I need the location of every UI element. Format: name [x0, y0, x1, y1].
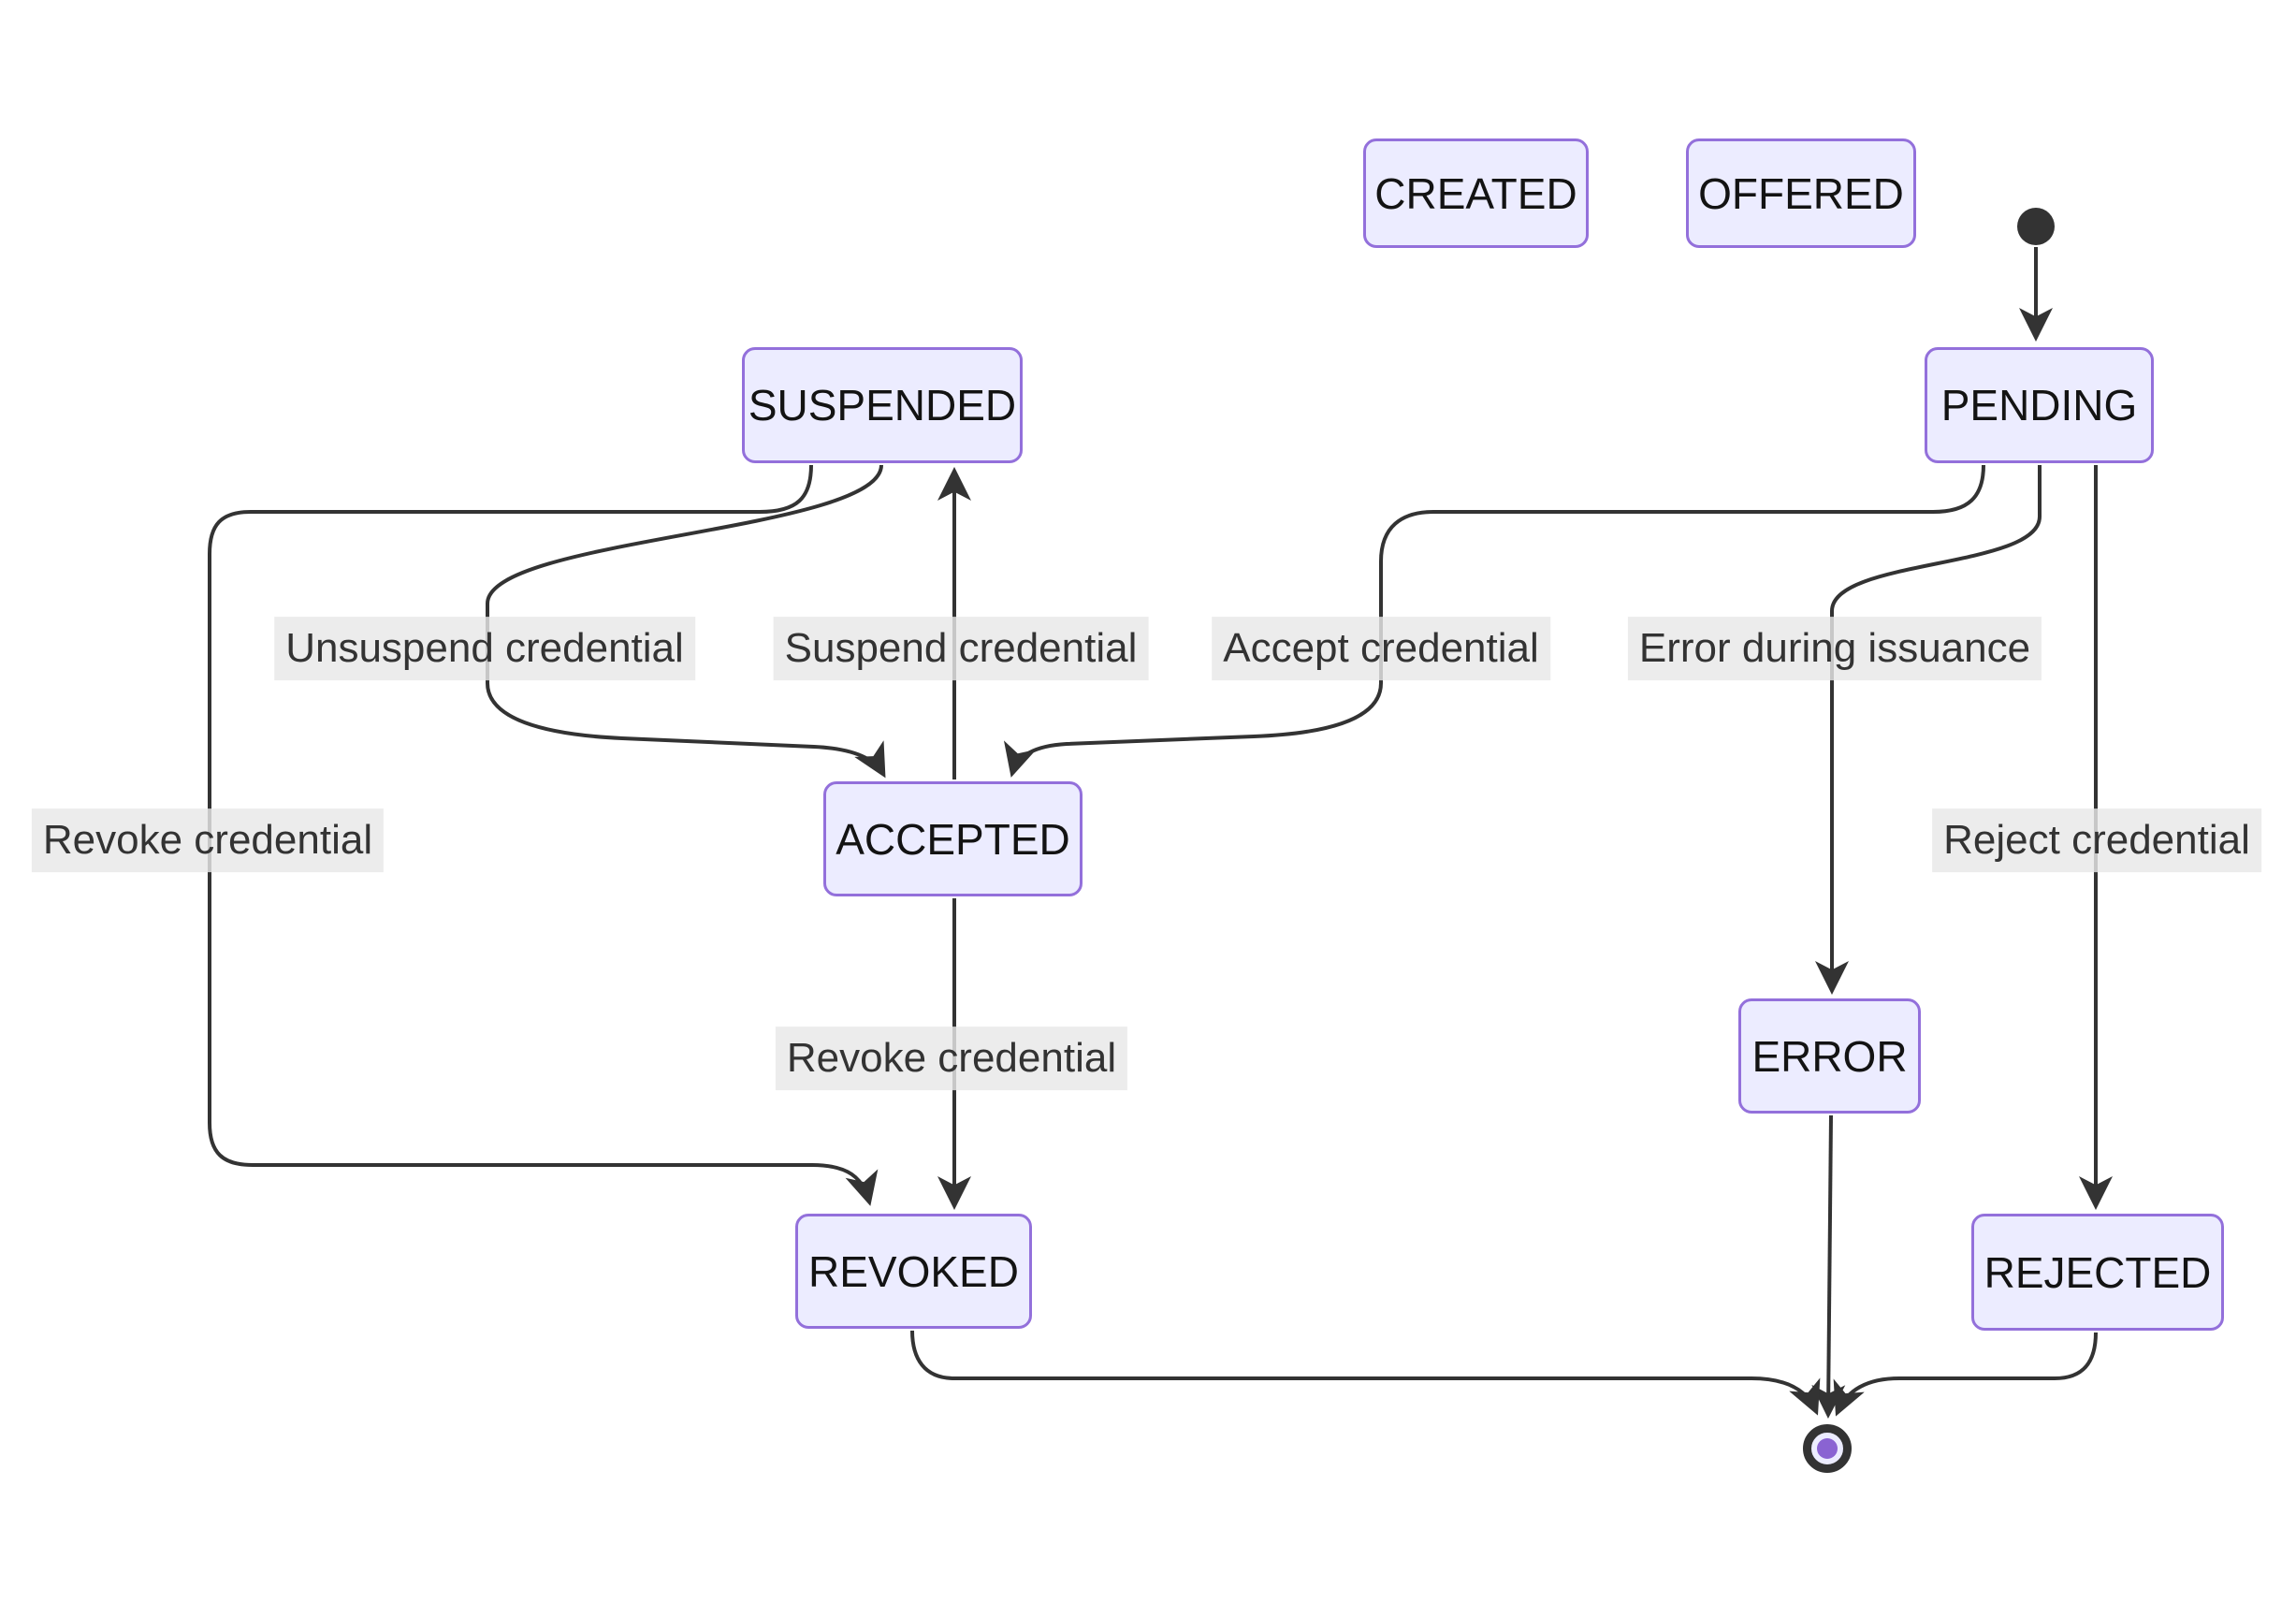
state-node-pending: PENDING: [1925, 347, 2154, 463]
edge-label-reject-credential: Reject credential: [1932, 808, 2261, 872]
state-node-rejected: REJECTED: [1971, 1214, 2224, 1331]
edge-label-error-during-issuance: Error during issuance: [1627, 617, 2042, 680]
edge-label-unsuspend-credential: Unsuspend credential: [274, 617, 695, 680]
state-node-revoked: REVOKED: [795, 1214, 1032, 1329]
state-node-offered: OFFERED: [1686, 138, 1916, 248]
edge-pending-to-error: [1815, 465, 2042, 996]
state-node-accepted: ACCEPTED: [823, 781, 1083, 896]
edge-label-revoke-credential-accepted: Revoke credential: [775, 1027, 1128, 1090]
edge-suspended-to-accepted: [486, 464, 886, 779]
edge-label-accept-credential: Accept credential: [1212, 617, 1550, 680]
state-node-error: ERROR: [1738, 998, 1921, 1114]
edge-rejected-to-final: [1833, 1332, 2098, 1417]
edge-label-revoke-credential-suspended: Revoke credential: [31, 808, 385, 872]
initial-state-icon: [2017, 208, 2055, 245]
state-node-suspended: SUSPENDED: [742, 347, 1023, 463]
state-node-created: CREATED: [1363, 138, 1589, 248]
edge-revoked-to-final: [910, 1330, 1821, 1416]
final-state-icon: [1803, 1424, 1852, 1473]
edge-pending-to-accepted: [1003, 464, 1985, 778]
edge-label-suspend-credential: Suspend credential: [773, 617, 1149, 680]
edge-error-to-final: [1811, 1114, 1846, 1420]
